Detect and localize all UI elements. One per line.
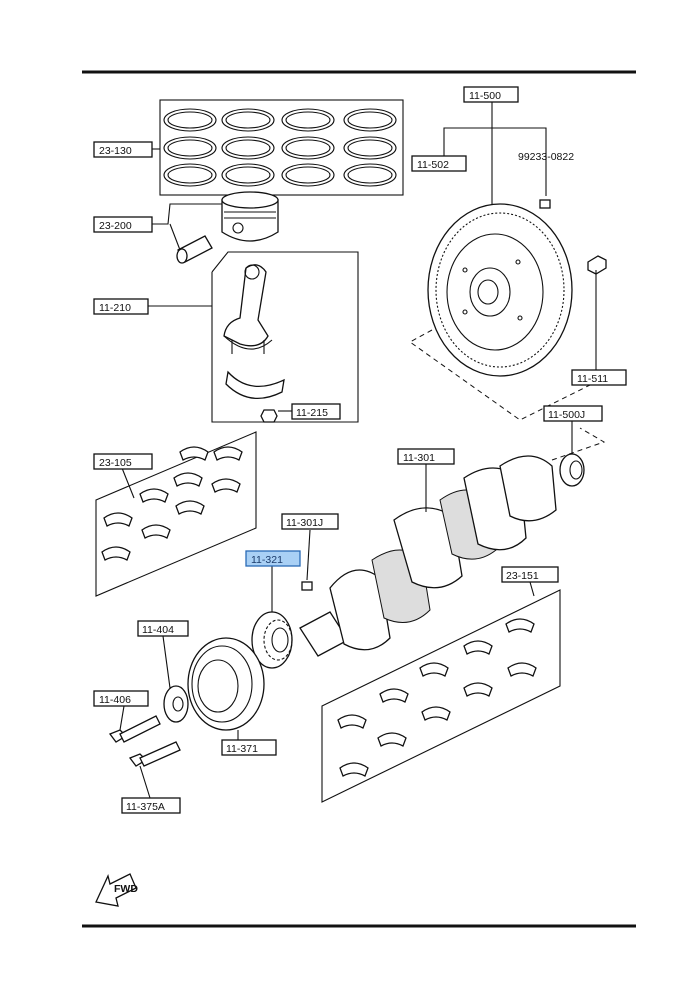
label-flywheel-pin-text: 99233-0822	[518, 151, 574, 163]
label-flywheel-bolt-text: 11-511	[577, 373, 608, 385]
washer	[162, 635, 189, 723]
label-washer-text: 11-404	[142, 624, 174, 636]
pulley-bolt	[128, 741, 181, 799]
label-timing-gear-text: 11-321	[251, 554, 283, 566]
label-conrod-bearings[interactable]: 23-105	[93, 453, 153, 470]
label-nut[interactable]: 11-215	[291, 403, 341, 420]
piston	[221, 191, 279, 242]
label-piston[interactable]: 23-200	[93, 216, 153, 233]
pulley	[187, 637, 265, 742]
label-key-text: 11-301J	[286, 517, 323, 529]
label-flywheel-bolt[interactable]: 11-511	[571, 369, 627, 386]
label-crankshaft[interactable]: 11-301	[397, 448, 455, 465]
label-conrod-bearings-text: 23-105	[99, 457, 132, 469]
label-crankshaft-text: 11-301	[403, 452, 435, 464]
conrod-bearings-group	[95, 431, 257, 597]
label-nut-text: 11-215	[296, 407, 328, 419]
label-conrod[interactable]: 11-210	[93, 298, 149, 315]
label-flywheel-text: 11-500	[469, 90, 501, 102]
label-timing-gear[interactable]: 11-321	[245, 550, 301, 567]
label-key[interactable]: 11-301J	[281, 513, 339, 530]
label-piston-text: 23-200	[99, 220, 132, 232]
label-rings-text: 23-130	[99, 145, 132, 157]
label-pulley-bolt-text: 11-375A	[126, 801, 165, 813]
flywheel	[409, 102, 601, 421]
label-pilot-bearing-text: 11-500J	[548, 409, 585, 421]
label-pulley-bolt[interactable]: 11-375A	[121, 797, 181, 814]
label-main-bearings[interactable]: 23-151	[501, 566, 559, 583]
label-pilot-bearing[interactable]: 11-500J	[543, 405, 603, 422]
label-main-bearings-text: 23-151	[506, 570, 539, 582]
bolt	[108, 705, 161, 743]
label-bolt[interactable]: 11-406	[93, 690, 149, 707]
flywheel-bolt	[587, 255, 607, 370]
label-flywheel-pin[interactable]: 99233-0822	[518, 151, 574, 163]
timing-gear	[251, 566, 293, 669]
label-rings[interactable]: 23-130	[93, 141, 153, 158]
label-flywheel[interactable]: 11-500	[463, 86, 519, 103]
label-pulley-text: 11-371	[226, 743, 258, 755]
fwd-label: FWD	[114, 883, 138, 895]
label-pulley[interactable]: 11-371	[221, 739, 277, 756]
main-bearings-group	[321, 589, 561, 803]
label-bolt-text: 11-406	[99, 694, 131, 706]
piston-rings-group	[159, 99, 404, 196]
piston-pin	[176, 235, 213, 264]
label-washer[interactable]: 11-404	[137, 620, 189, 637]
conrod-group	[211, 251, 359, 423]
label-conrod-text: 11-210	[99, 302, 131, 314]
crankshaft-key	[301, 529, 313, 591]
crankshaft	[299, 455, 557, 657]
pilot-bearing	[551, 420, 606, 487]
label-flywheel-dowel-text: 11-502	[417, 159, 449, 171]
fwd-arrow-icon: FWD	[95, 873, 138, 907]
label-flywheel-dowel[interactable]: 11-502	[411, 155, 467, 172]
